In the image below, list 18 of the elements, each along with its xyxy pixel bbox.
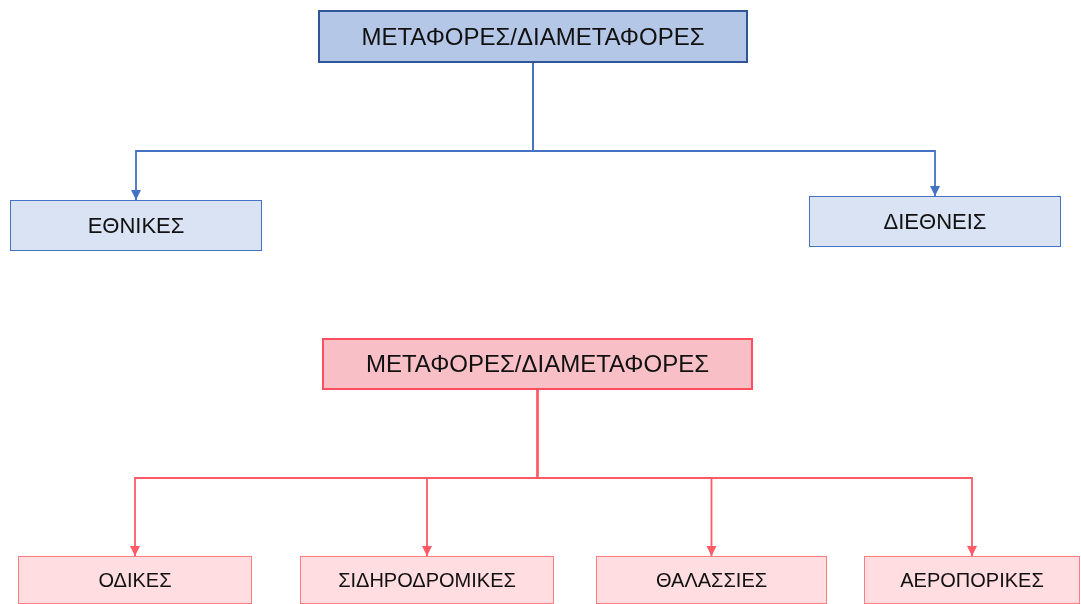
box-label: ΘΑΛΑΣΣΙΕΣ	[655, 568, 768, 592]
category-box	[809, 196, 1061, 247]
box-label: ΟΔΙΚΕΣ	[98, 568, 172, 592]
category-box	[596, 556, 827, 604]
box-label: ΜΕΤΑΦΟΡΕΣ/ΔΙΑΜΕΤΑΦΟΡΕΣ	[365, 350, 710, 378]
box-label: ΣΙΔΗΡΟΔΡΟΜΙΚΕΣ	[338, 568, 516, 592]
box-label: ΑΕΡΟΠΟΡΙΚΕΣ	[900, 568, 1044, 592]
box-label: ΕΘΝΙΚΕΣ	[87, 212, 185, 239]
category-box	[300, 556, 554, 604]
category-box	[18, 556, 252, 604]
box-label: ΔΙΕΘΝΕΙΣ	[883, 208, 987, 235]
category-box	[864, 556, 1080, 604]
category-box	[322, 338, 753, 390]
category-box	[318, 10, 748, 63]
arrow	[536, 389, 977, 557]
box-label: ΜΕΤΑΦΟΡΕΣ/ΔΙΑΜΕΤΑΦΟΡΕΣ	[361, 22, 705, 51]
category-box	[10, 200, 262, 251]
arrow	[532, 62, 940, 197]
